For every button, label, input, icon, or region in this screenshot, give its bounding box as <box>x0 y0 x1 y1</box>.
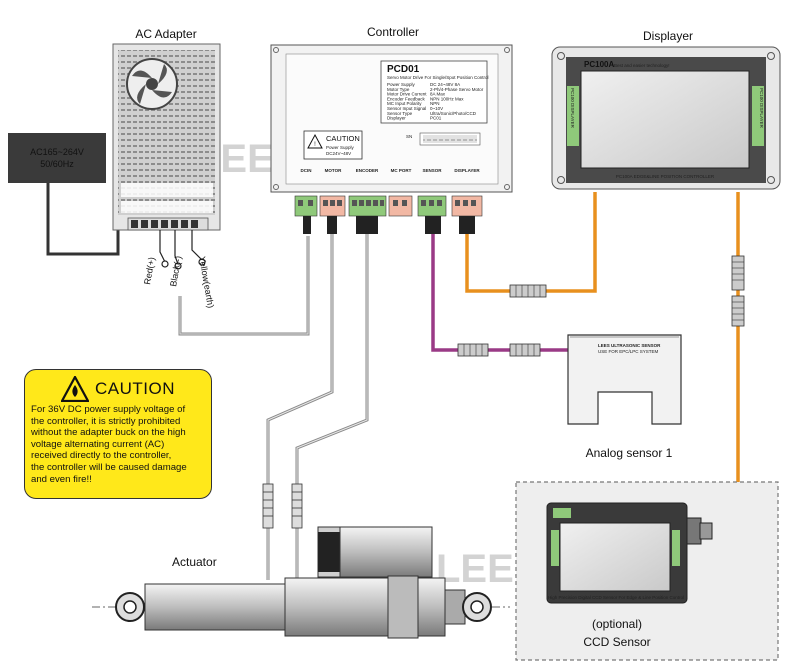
mc-port-terminal <box>388 195 413 217</box>
spec-value: 2-Ph/4-Phase Servo Motor <box>430 87 484 92</box>
spec-key: Sensor Input Signal <box>387 106 426 111</box>
ac-adapter <box>112 43 221 231</box>
caution-line: the controller, it is strictly prohibite… <box>31 415 181 427</box>
optional-label: (optional) <box>592 617 642 631</box>
ac-input-box: AC165~264V 50/60Hz <box>8 133 106 183</box>
ccd-cable <box>712 192 745 534</box>
displayer-side-left: PC100 DISPLAYER <box>570 88 575 129</box>
ccd-sensor: High Precision Digital CCD Sensor For Ed… <box>546 502 713 604</box>
caution-line: the controller will be caused damage <box>31 461 187 473</box>
analog-sensor-label: Analog sensor 1 <box>586 446 673 460</box>
port-label: MC PORT <box>391 168 412 173</box>
spec-value: NPN 100Hz Max <box>430 96 464 101</box>
caution-line: received directly to the controller, <box>31 450 172 462</box>
wire-label-red: Red(+) <box>142 256 157 285</box>
caution-title: CAUTION <box>95 379 175 398</box>
ac-input-cable <box>46 183 120 256</box>
controller-caution-label <box>303 130 363 160</box>
displayer-side-right: PC100 DISPLAYER <box>759 88 764 129</box>
controller-caution-title: CAUTION <box>326 134 360 143</box>
warning-fire-icon <box>61 376 89 402</box>
displayer-unit: PC100A Best and easier technology! PC100… <box>551 46 781 190</box>
spec-key: MC Input Polarity <box>387 101 422 106</box>
port-label: MOTOR <box>325 168 342 173</box>
controller-port-labels: DCIN MOTOR ENCODER MC PORT SENSOR DISPLAYER <box>301 168 481 173</box>
displayer-footer: PC100A EDGE&LINE POSITION CONTROLLER <box>616 174 715 179</box>
controller-caution-line1: Power Supply <box>326 145 355 150</box>
spec-key: Sensor Type <box>387 111 413 116</box>
controller-label: Controller <box>367 25 419 39</box>
displayer-label: Displayer <box>643 29 693 43</box>
spec-value: 8A Max <box>430 92 446 97</box>
ccd-sensor-label: CCD Sensor <box>583 635 650 649</box>
warning-icon <box>307 133 323 149</box>
displayer-right-button[interactable] <box>752 86 764 146</box>
controller-terminals <box>294 195 483 234</box>
caution-line: For 36V DC power supply voltage of <box>31 404 186 415</box>
displayer-tagline: Best and easier technology! <box>614 63 670 68</box>
actuator-cables <box>262 234 369 580</box>
controller-subtitle: Servo Motor Drive For Single/Spot Positi… <box>387 75 489 80</box>
spec-key: Encoder Feedback <box>387 96 426 101</box>
controller-spec-rows: Power Supply DC 24~48V 8A Motor Type 2-Ph/4… <box>387 82 484 121</box>
controller-caution-line2: DC24V~48V <box>326 151 351 156</box>
caution-panel: CAUTION For 36V DC power supply voltage … <box>24 369 212 499</box>
analog-sensor: LEES ULTRASONIC SENSOR USE FOR EPC/LPC S… <box>567 334 682 425</box>
analog-sensor-text2: USE FOR EPC/LPC SYSTEM <box>598 349 659 354</box>
port-label: SENSOR <box>422 168 442 173</box>
caution-line: and even fire!! <box>31 473 92 485</box>
displayer-left-button[interactable] <box>567 86 579 146</box>
spec-key: Displayer <box>387 116 406 121</box>
controller-model: PCD01 <box>387 64 420 75</box>
port-label: DCIN <box>301 168 312 173</box>
controller-unit: PCD01 Servo Motor Drive For Single/Spot … <box>270 44 513 193</box>
displayer-model: PC100A <box>584 60 614 69</box>
spec-key: Motor Drive Current <box>387 92 427 97</box>
spec-value: 0~10V <box>430 106 443 111</box>
caution-line: without the adapter buck on the high <box>31 427 186 439</box>
adapter-output-wires <box>159 230 206 270</box>
spec-key: Power Supply <box>387 82 416 87</box>
displayer-screen <box>580 70 750 169</box>
sensor-cable <box>431 234 575 357</box>
spec-key: Motor Type <box>387 87 410 92</box>
svg-text:!: ! <box>314 142 316 148</box>
ccd-footer: High Precision Digital CCD Sensor For Ed… <box>548 595 684 600</box>
controller-sn: SN <box>406 134 412 139</box>
ccd-screen <box>559 522 671 592</box>
ac-voltage-label: AC165~264V <box>30 147 84 157</box>
caution-text: For 36V DC power supply voltage of the c… <box>31 404 205 485</box>
wire-label-yellow: Yellow(earth) <box>197 256 216 309</box>
spec-value: DC 24~48V 8A <box>430 82 460 87</box>
displayer-cable <box>465 192 597 298</box>
ac-frequency-label: 50/60Hz <box>40 159 74 169</box>
controller-spec-label <box>380 60 488 124</box>
ac-adapter-label: AC Adapter <box>135 27 196 41</box>
spec-value: PC01 <box>430 116 442 121</box>
dc-power-cable <box>178 236 310 336</box>
port-label: ENCODER <box>356 168 379 173</box>
port-label: DISPLAYER <box>454 168 480 173</box>
analog-sensor-text1: LEES ULTRASONIC SENSOR <box>598 343 661 348</box>
caution-header: CAUTION <box>31 374 205 404</box>
caution-line: voltage alternating current (AC) <box>31 438 165 450</box>
actuator-label: Actuator <box>172 555 217 569</box>
spec-value: NPN <box>430 101 440 106</box>
spec-value: Ultra/Sonic/Photo/CCD <box>430 111 477 116</box>
actuator <box>92 526 510 639</box>
wire-label-black: Black(-) <box>168 255 183 287</box>
